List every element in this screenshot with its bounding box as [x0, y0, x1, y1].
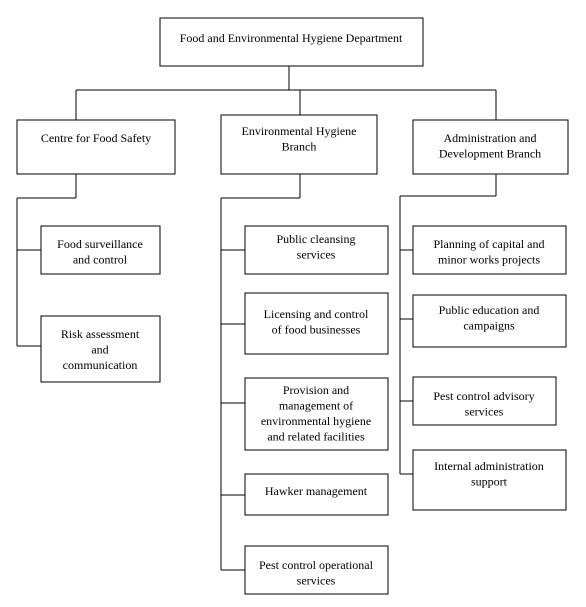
connector-lines — [16, 66, 497, 571]
label-line: Administration and — [444, 131, 537, 145]
label-line: support — [471, 475, 508, 489]
node-planning-capital-works-label: Planning of capital and minor works proje… — [434, 237, 545, 267]
node-centre-for-food-safety-label: Centre for Food Safety — [41, 131, 151, 145]
label-line: Branch — [282, 140, 317, 154]
label-line: minor works projects — [438, 253, 540, 267]
label-line: Centre for Food Safety — [41, 131, 151, 145]
label-line: services — [297, 574, 336, 588]
node-food-surveillance-label: Food surveillance and control — [57, 237, 143, 267]
label-line: Pest control operational — [259, 558, 374, 572]
label-line: Public cleansing — [277, 232, 356, 246]
node-internal-administration: Internal administration support — [412, 449, 567, 511]
label-line: and control — [73, 253, 128, 267]
label-line: management of — [279, 399, 353, 413]
label-line: Environmental Hygiene — [242, 124, 357, 138]
label-line: Internal administration — [434, 459, 544, 473]
label-line: Planning of capital and — [434, 237, 545, 251]
node-pest-control-advisory: Pest control advisory services — [412, 376, 557, 426]
node-root: Food and Environmental Hygiene Departmen… — [159, 17, 424, 67]
node-root-label: Food and Environmental Hygiene Departmen… — [180, 31, 403, 45]
node-hawker-management: Hawker management — [244, 473, 389, 516]
node-centre-for-food-safety: Centre for Food Safety — [16, 119, 176, 175]
node-pest-control-operational-label: Pest control operational services — [259, 558, 374, 588]
label-line: Public education and — [439, 303, 540, 317]
label-line: and — [91, 343, 108, 357]
node-public-education-label: Public education and campaigns — [439, 303, 540, 333]
label-line: services — [465, 405, 504, 419]
label-line: communication — [63, 358, 138, 372]
label-line: Pest control advisory — [433, 389, 534, 403]
node-planning-capital-works: Planning of capital and minor works proje… — [412, 225, 567, 275]
label-line: Provision and — [283, 383, 349, 397]
node-licensing-control-label: Licensing and control of food businesses — [264, 307, 369, 337]
node-public-education: Public education and campaigns — [412, 294, 567, 348]
node-internal-administration-label: Internal administration support — [434, 459, 544, 489]
label-line: of food businesses — [272, 323, 361, 337]
node-pest-control-advisory-label: Pest control advisory services — [433, 389, 534, 419]
label-line: Licensing and control — [264, 307, 369, 321]
label-line: campaigns — [463, 319, 515, 333]
label-line: Hawker management — [265, 484, 368, 498]
node-public-cleansing-label: Public cleansing services — [277, 232, 356, 262]
node-food-surveillance: Food surveillance and control — [40, 225, 161, 275]
node-hawker-management-label: Hawker management — [265, 484, 368, 498]
label-line: Risk assessment — [61, 327, 140, 341]
label-line: services — [297, 248, 336, 262]
label-line: Food surveillance — [57, 237, 143, 251]
label-line: and related facilities — [267, 430, 365, 444]
node-licensing-control: Licensing and control of food businesses — [244, 292, 389, 355]
node-pest-control-operational: Pest control operational services — [244, 545, 389, 595]
label-line: Food and Environmental Hygiene Departmen… — [180, 31, 403, 45]
label-line: environmental hygiene — [261, 414, 371, 428]
node-public-cleansing: Public cleansing services — [244, 225, 389, 275]
label-line: Development Branch — [439, 147, 541, 161]
